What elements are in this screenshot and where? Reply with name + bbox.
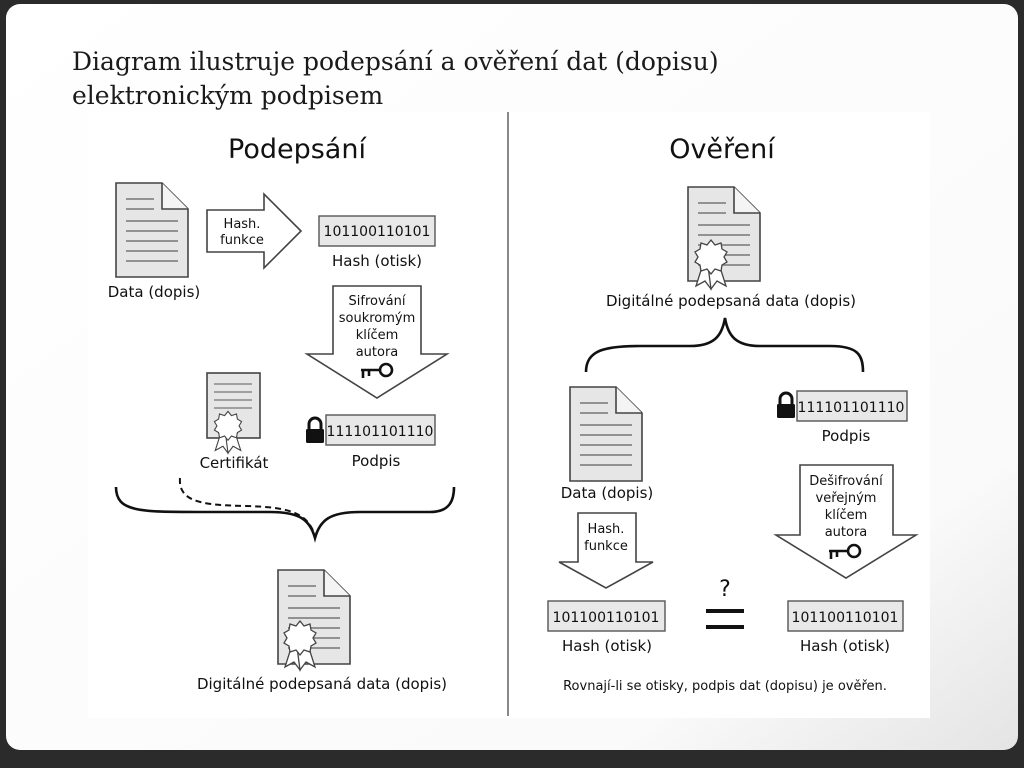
sign-encrypt-label-line-2: soukromým bbox=[339, 311, 416, 326]
certificate-label: Certifikát bbox=[200, 454, 269, 472]
verify-hash-value-right: 101100110101 bbox=[792, 610, 899, 626]
sign-data-document-icon bbox=[115, 182, 189, 278]
sign-data-label: Data (dopis) bbox=[108, 283, 201, 301]
verify-decrypt-label-line-2: veřejným bbox=[816, 491, 877, 506]
verify-hash-arrow-label-line-2: funkce bbox=[584, 539, 628, 554]
verify-hash-arrow-label-line-1: Hash. bbox=[588, 522, 625, 537]
slide-title-line-1: Diagram ilustruje podepsání a ověření da… bbox=[72, 47, 719, 76]
verification-conclusion: Rovnají-li se otisky, podpis dat (dopisu… bbox=[563, 679, 887, 694]
sign-hash-value-box bbox=[318, 215, 436, 247]
sign-encrypt-label-line-1: Sifrování bbox=[349, 294, 406, 309]
sign-hash-arrow-label-line-2: funkce bbox=[220, 233, 264, 248]
verify-split-brace bbox=[584, 317, 865, 373]
verify-data-label: Data (dopis) bbox=[561, 484, 654, 502]
verify-signed-data-label: Digitálné podepsaná data (dopis) bbox=[606, 292, 856, 310]
verify-hash-label-left: Hash (otisk) bbox=[562, 637, 652, 655]
verify-hash-function-arrow: Hash. funkce bbox=[558, 512, 654, 589]
sign-encrypt-label-line-4: autora bbox=[356, 345, 399, 360]
verify-hash-label-right: Hash (otisk) bbox=[800, 637, 890, 655]
sign-signature-label: Podpis bbox=[352, 452, 401, 470]
compare-equals-icon: ? bbox=[706, 577, 744, 629]
sign-hash-label: Hash (otisk) bbox=[332, 252, 422, 270]
certificate-icon bbox=[206, 372, 261, 454]
sign-certificate-dashed-link bbox=[178, 477, 316, 537]
verify-data-document-icon bbox=[569, 386, 643, 482]
verify-signature-value: 111101101110 bbox=[798, 400, 905, 416]
verify-signature-label: Podpis bbox=[822, 427, 871, 445]
verify-decrypt-label-line-1: Dešifrování bbox=[809, 474, 883, 489]
verify-decrypt-label-line-3: klíčem bbox=[825, 508, 868, 523]
verification-section: Ověření Digitálné podepsaná data (dopis)… bbox=[547, 134, 919, 694]
verify-hash-value-box-right bbox=[787, 600, 904, 632]
signing-section: Podepsání Data (dopis) Hash. funkce 1011… bbox=[108, 134, 456, 693]
verify-signed-document-icon bbox=[687, 186, 761, 290]
verify-hash-value-box-left bbox=[547, 600, 666, 632]
compare-question-mark: ? bbox=[719, 577, 731, 602]
verify-decrypt-arrow: Dešifrování veřejným klíčem autora bbox=[773, 464, 919, 579]
signing-heading: Podepsání bbox=[228, 134, 367, 165]
slide-title-line-2: elektronickým podpisem bbox=[72, 81, 383, 110]
verify-hash-value-left: 101100110101 bbox=[553, 610, 660, 626]
sign-signature-value: 111101101110 bbox=[327, 424, 434, 440]
diagram: Podepsání Data (dopis) Hash. funkce 1011… bbox=[88, 112, 930, 718]
sign-hash-value: 101100110101 bbox=[324, 224, 431, 240]
sign-hash-function-arrow: Hash. funkce bbox=[206, 192, 303, 270]
verify-decrypt-label-line-4: autora bbox=[825, 525, 868, 540]
sign-signature-box bbox=[325, 414, 436, 446]
sign-encrypt-label-line-3: klíčem bbox=[356, 328, 399, 343]
sign-signed-data-label: Digitálné podepsaná data (dopis) bbox=[197, 675, 447, 693]
verify-signature-box bbox=[796, 390, 908, 422]
sign-signed-document-icon bbox=[277, 569, 351, 671]
sign-encrypt-arrow: Sifrování soukromým klíčem autora bbox=[304, 285, 450, 399]
verification-heading: Ověření bbox=[669, 134, 776, 165]
sign-hash-arrow-label-line-1: Hash. bbox=[224, 217, 261, 232]
